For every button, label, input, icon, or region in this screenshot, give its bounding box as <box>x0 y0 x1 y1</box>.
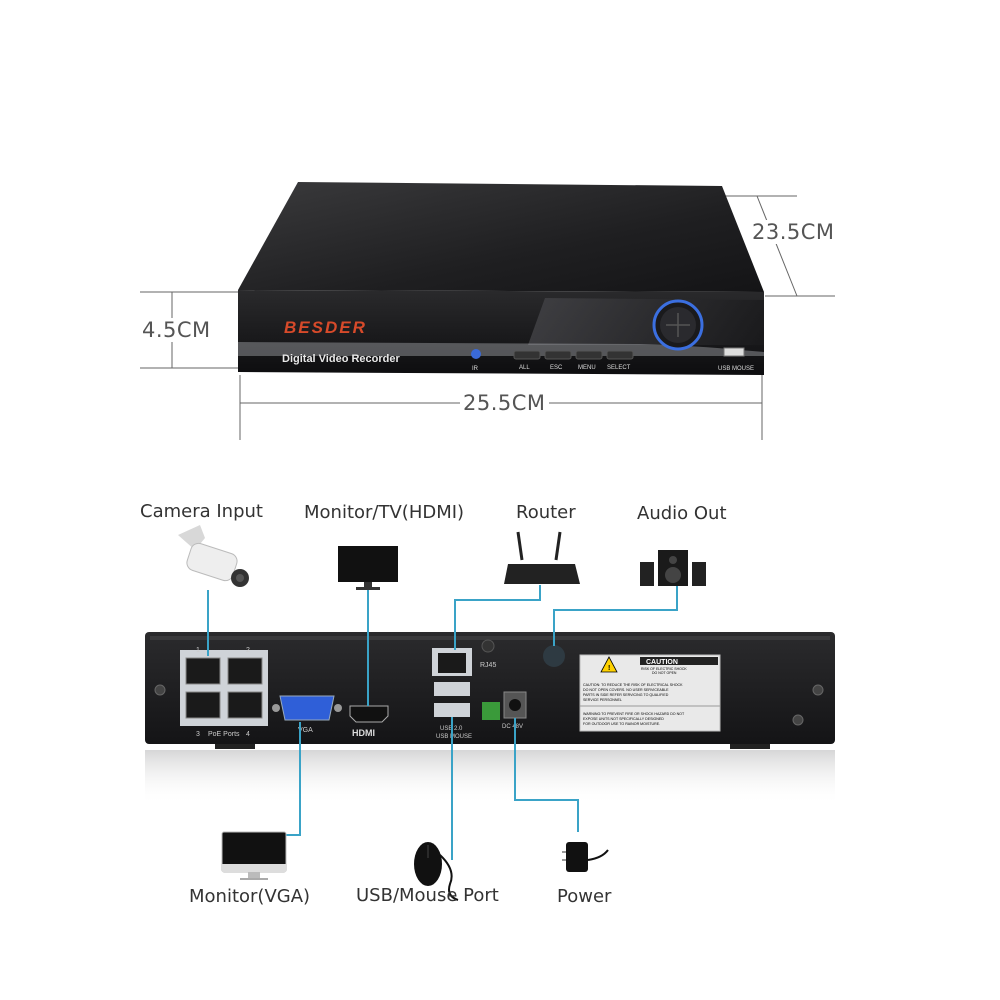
caution-line-4: SERVICE PERSONNEL <box>583 698 622 702</box>
power-label: Power <box>557 886 612 907</box>
screw-icon <box>812 684 824 696</box>
router-label: Router <box>516 502 576 523</box>
audio-out-jack-icon <box>481 639 495 653</box>
screw-icon <box>154 684 166 696</box>
audio-out-label: Audio Out <box>637 503 727 524</box>
caution-line-3: PARTS IN SIDE REFER SERVICING TO QUALIFI… <box>583 693 669 697</box>
hdmi-label: HDMI <box>352 728 375 738</box>
height-dimension: 4.5CM <box>139 318 214 342</box>
camera-input-label: Camera Input <box>140 501 263 522</box>
caution-title: CAUTION <box>646 659 678 666</box>
router-icon <box>504 531 580 584</box>
vga-port[interactable] <box>272 695 342 721</box>
button-select[interactable] <box>606 350 634 360</box>
model-text: Digital Video Recorder <box>282 353 400 365</box>
front-usb-port-icon <box>723 347 745 357</box>
nvr-top-surface <box>238 182 764 292</box>
button-all-label: ALL <box>519 365 530 371</box>
button-menu[interactable] <box>575 350 603 360</box>
front-usb-label: USB MOUSE <box>718 366 754 372</box>
usb-port-upper[interactable] <box>434 682 470 696</box>
power-adapter-icon <box>562 842 609 872</box>
dc-label: DC 48V <box>502 724 523 730</box>
vga-monitor-label: Monitor(VGA) <box>189 886 311 907</box>
brand-logo: BESDER <box>284 318 367 337</box>
usb-mouse-label: USB MOUSE <box>436 734 472 740</box>
chassis-reflection <box>145 750 835 805</box>
mouse-icon <box>414 842 459 901</box>
front-buttons: ALL ESC MENU SELECT <box>513 350 634 371</box>
ground-screw-icon <box>792 714 804 726</box>
speaker-icon <box>640 550 706 586</box>
width-dimension: 25.5CM <box>460 391 549 415</box>
warning-line-3: FOR OUTDOOR USE TO RAINOR MOISTURE. <box>583 722 660 726</box>
poe-ports[interactable] <box>180 650 268 726</box>
warning-line-1: WARNING:TO PREVENT FIRE OR SHOCK HAZARD … <box>583 712 685 716</box>
port-label-4: 4 <box>246 731 250 738</box>
port-label-2: 2 <box>246 647 250 654</box>
usb-port-lower[interactable] <box>434 703 470 717</box>
camera-icon <box>178 525 249 587</box>
hdmi-monitor-label: Monitor/TV(HDMI) <box>304 502 465 523</box>
vga-monitor-icon <box>221 831 287 880</box>
button-esc[interactable] <box>544 350 572 360</box>
port-label-1: 1 <box>196 647 200 654</box>
ir-label: IR <box>472 366 479 372</box>
ir-sensor-icon <box>471 349 481 359</box>
button-all[interactable] <box>513 350 541 360</box>
rear-view: 1 2 3 4 PoE Ports VGA HDMI RJ45 USB 2.0 … <box>145 525 835 901</box>
fan-vent-icon <box>543 645 565 667</box>
caution-sub2: DO NOT OPEN <box>652 671 677 675</box>
vga-label: VGA <box>298 727 313 734</box>
button-menu-label: MENU <box>578 365 596 371</box>
usb-mouse-port-label: USB/Mouse Port <box>356 885 499 906</box>
front-view: BESDER Digital Video Recorder IR ALL ESC… <box>140 182 835 440</box>
caution-line-2: DO NOT OPEN COVERS. NO USER SERVICEABLE <box>583 688 669 692</box>
navigation-dial[interactable] <box>652 299 704 351</box>
caution-label: ! CAUTION RISK OF ELECTRIC SHOCK DO NOT … <box>579 654 721 732</box>
alarm-terminal-block <box>482 702 500 720</box>
caution-sub1: RISK OF ELECTRIC SHOCK <box>641 667 687 671</box>
port-label-3: 3 <box>196 731 200 738</box>
rj45-label: RJ45 <box>480 662 496 669</box>
depth-dimension: 23.5CM <box>749 220 838 244</box>
hdmi-monitor-icon <box>338 546 398 590</box>
hdmi-port[interactable] <box>349 705 389 723</box>
warning-line-2: EXPOSE UNITS NOT SPECIFICALLY DESIGNED <box>583 717 664 721</box>
button-select-label: SELECT <box>607 365 631 371</box>
poe-label: PoE Ports <box>208 731 240 738</box>
svg-text:!: ! <box>608 665 610 672</box>
caution-line-1: CAUTION: TO REDUCE THE RISK OF ELECTRICA… <box>583 683 683 687</box>
button-esc-label: ESC <box>550 365 563 371</box>
